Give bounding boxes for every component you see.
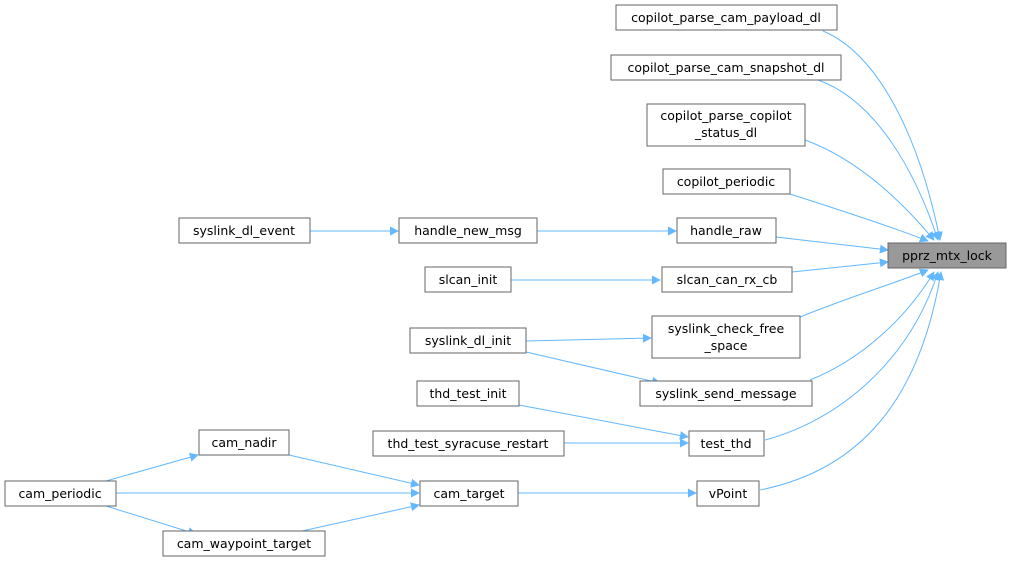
node-vPoint[interactable]: vPoint bbox=[696, 480, 760, 507]
edges bbox=[105, 30, 945, 536]
edge-syslink_check_free_space-to-pprz_mtx_lock bbox=[792, 268, 929, 321]
node-syslink_dl_event[interactable]: syslink_dl_event bbox=[178, 217, 311, 244]
node-label-syslink_check_free_space-line2: _space bbox=[704, 338, 748, 353]
node-label-syslink_check_free_space-line1: syslink_check_free bbox=[668, 321, 785, 336]
node-syslink_send_message[interactable]: syslink_send_message bbox=[639, 380, 813, 407]
edge-syslink_dl_init-to-syslink_send_message bbox=[525, 351, 661, 386]
edge-cam_periodic-to-cam_nadir bbox=[105, 452, 199, 482]
node-label-cam_periodic: cam_periodic bbox=[18, 486, 101, 501]
node-label-slcan_init: slcan_init bbox=[439, 272, 498, 287]
node-label-copilot_parse_cam_payload_dl: copilot_parse_cam_payload_dl bbox=[631, 10, 821, 25]
node-copilot_parse_cam_snapshot_dl[interactable]: copilot_parse_cam_snapshot_dl bbox=[610, 54, 842, 81]
node-copilot_periodic[interactable]: copilot_periodic bbox=[662, 168, 791, 195]
node-thd_test_init[interactable]: thd_test_init bbox=[416, 380, 520, 407]
node-pprz_mtx_lock[interactable]: pprz_mtx_lock bbox=[887, 242, 1007, 269]
edge-syslink_send_message-to-pprz_mtx_lock bbox=[809, 271, 935, 381]
edge-thd_test_init-to-test_thd bbox=[518, 404, 689, 440]
node-slcan_can_rx_cb[interactable]: slcan_can_rx_cb bbox=[661, 266, 793, 293]
edge-copilot_parse_cam_payload_dl-to-pprz_mtx_lock bbox=[822, 30, 943, 241]
node-cam_periodic[interactable]: cam_periodic bbox=[4, 480, 117, 507]
node-label-copilot_periodic: copilot_periodic bbox=[677, 174, 775, 189]
edge-handle_raw-to-pprz_mtx_lock bbox=[775, 236, 889, 254]
node-cam_nadir[interactable]: cam_nadir bbox=[198, 429, 290, 456]
node-syslink_dl_init[interactable]: syslink_dl_init bbox=[409, 327, 527, 354]
edge-slcan_can_rx_cb-to-pprz_mtx_lock bbox=[791, 258, 889, 273]
node-handle_raw[interactable]: handle_raw bbox=[676, 217, 777, 244]
edge-copilot_periodic-to-pprz_mtx_lock bbox=[789, 193, 929, 243]
node-label-syslink_dl_init: syslink_dl_init bbox=[425, 333, 511, 348]
node-label-handle_new_msg: handle_new_msg bbox=[414, 223, 522, 238]
edge-copilot_parse_cam_snapshot_dl-to-pprz_mtx_lock bbox=[817, 79, 940, 241]
node-label-cam_target: cam_target bbox=[434, 486, 505, 501]
node-label-syslink_send_message: syslink_send_message bbox=[655, 386, 797, 401]
node-label-handle_raw: handle_raw bbox=[690, 223, 762, 238]
node-label-copilot_parse_copilot_status_dl-line1: copilot_parse_copilot bbox=[660, 108, 791, 123]
node-label-cam_waypoint_target: cam_waypoint_target bbox=[177, 536, 311, 551]
node-label-thd_test_syracuse_restart: thd_test_syracuse_restart bbox=[388, 436, 549, 451]
edge-cam_periodic-to-cam_waypoint_target bbox=[105, 505, 197, 536]
node-copilot_parse_cam_payload_dl[interactable]: copilot_parse_cam_payload_dl bbox=[615, 4, 838, 31]
node-label-cam_nadir: cam_nadir bbox=[211, 435, 277, 450]
node-copilot_parse_copilot_status_dl[interactable]: copilot_parse_copilot _status_dl bbox=[646, 103, 806, 147]
node-label-test_thd: test_thd bbox=[700, 436, 751, 451]
edge-cam_waypoint_target-to-cam_target bbox=[301, 502, 420, 532]
node-label-copilot_parse_cam_snapshot_dl: copilot_parse_cam_snapshot_dl bbox=[627, 60, 824, 75]
node-handle_new_msg[interactable]: handle_new_msg bbox=[398, 217, 538, 244]
edge-syslink_dl_init-to-syslink_check_free_space bbox=[525, 333, 652, 343]
node-cam_target[interactable]: cam_target bbox=[419, 480, 519, 507]
node-cam_waypoint_target[interactable]: cam_waypoint_target bbox=[162, 530, 326, 557]
node-label-vPoint: vPoint bbox=[709, 486, 748, 501]
node-slcan_init[interactable]: slcan_init bbox=[424, 266, 512, 293]
node-test_thd[interactable]: test_thd bbox=[688, 430, 765, 457]
node-label-syslink_dl_event: syslink_dl_event bbox=[193, 223, 295, 238]
nodes: pprz_mtx_lock copilot_parse_cam_payload_… bbox=[4, 4, 1007, 557]
edge-copilot_parse_copilot_status_dl-to-pprz_mtx_lock bbox=[804, 139, 935, 241]
node-syslink_check_free_space[interactable]: syslink_check_free _space bbox=[651, 315, 801, 359]
node-label-thd_test_init: thd_test_init bbox=[429, 386, 506, 401]
node-label-slcan_can_rx_cb: slcan_can_rx_cb bbox=[677, 272, 778, 287]
edge-test_thd-to-pprz_mtx_lock bbox=[764, 271, 940, 441]
edge-cam_nadir-to-cam_target bbox=[288, 454, 420, 488]
node-thd_test_syracuse_restart[interactable]: thd_test_syracuse_restart bbox=[372, 430, 565, 457]
node-label-pprz_mtx_lock: pprz_mtx_lock bbox=[902, 248, 993, 263]
edge-vPoint-to-pprz_mtx_lock bbox=[759, 271, 945, 491]
node-label-copilot_parse_copilot_status_dl-line2: _status_dl bbox=[694, 125, 757, 140]
